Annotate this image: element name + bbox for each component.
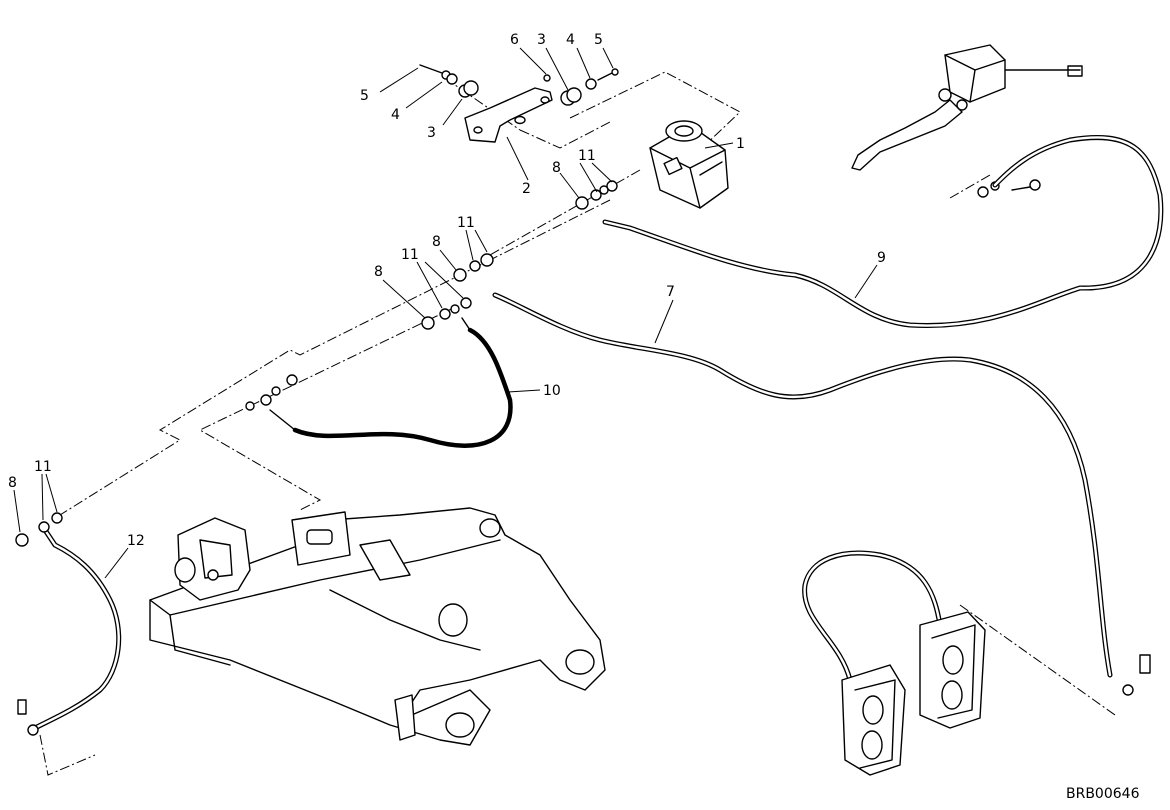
front-brake-caliper-right: [919, 611, 986, 729]
callout-5b: 5: [594, 32, 603, 48]
swingarm: [149, 507, 606, 746]
callout-11d: 11: [34, 459, 52, 475]
callout-9: 9: [877, 250, 886, 266]
banjo-fittings: [15, 180, 618, 547]
rear-brake-caliper: [174, 517, 251, 601]
callout-11a: 11: [578, 148, 596, 164]
callout-1: 1: [736, 136, 745, 152]
callout-leaders: [13, 47, 878, 579]
callout-6: 6: [510, 32, 519, 48]
abs-control-unit: [649, 120, 729, 209]
front-brake-caliper-left: [841, 664, 906, 776]
callout-5a: 5: [360, 88, 369, 104]
callout-3b: 3: [537, 32, 546, 48]
callout-11c: 11: [401, 247, 419, 263]
callout-8c: 8: [374, 264, 383, 280]
callout-2: 2: [522, 181, 531, 197]
callout-12: 12: [127, 533, 145, 549]
brake-master-cylinder: [851, 44, 1083, 171]
callout-7: 7: [666, 284, 675, 300]
master-cylinder-fittings: [977, 179, 1041, 198]
callout-4a: 4: [391, 107, 400, 123]
hose-9: [602, 134, 1164, 329]
bracket-fasteners: [419, 64, 619, 106]
callout-8d: 8: [8, 475, 17, 491]
front-caliper-hose: [802, 550, 943, 683]
callout-8a: 8: [552, 160, 561, 176]
callout-3a: 3: [427, 125, 436, 141]
abs-mounting-bracket: [464, 87, 553, 143]
callout-8b: 8: [432, 234, 441, 250]
drawing-code: BRB00646: [1066, 786, 1140, 802]
hose-12: [17, 527, 122, 736]
hose-10: [245, 317, 513, 448]
swingarm-brake-fitting: [394, 694, 416, 741]
hose-7-end-fitting: [1122, 654, 1151, 696]
callout-11b: 11: [457, 215, 475, 231]
callout-labels: 1 2 3 3 4 4 5 5 6 7 8 8 8 8 9 10 11 11 1…: [8, 32, 1140, 802]
callout-10: 10: [543, 383, 561, 399]
callout-4b: 4: [566, 32, 575, 48]
assembly-guide-lines: [39, 71, 1116, 776]
hose-7: [492, 292, 1113, 678]
